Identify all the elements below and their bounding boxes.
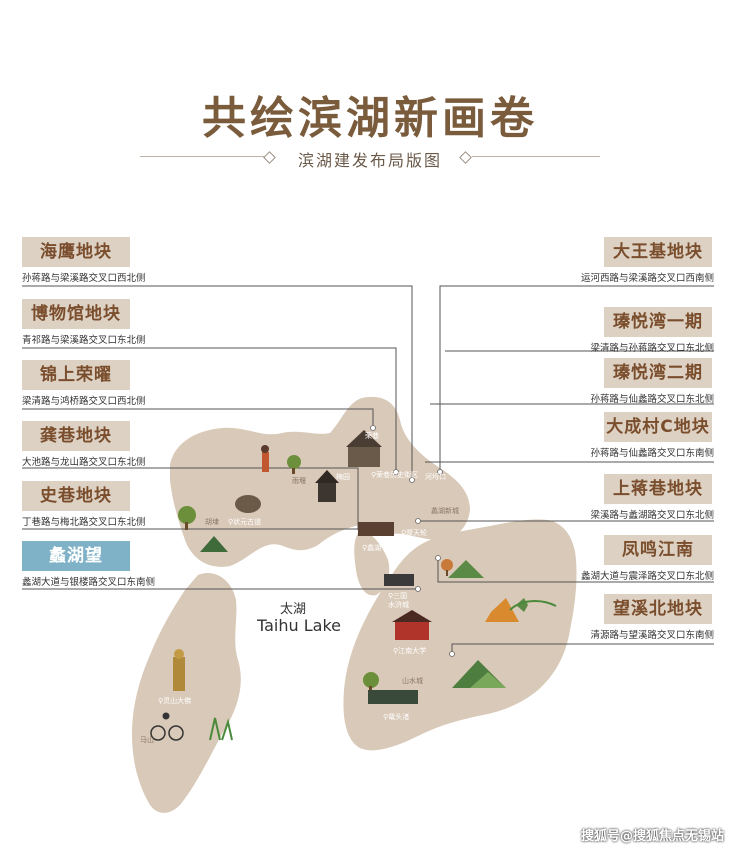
dot-haiying bbox=[409, 477, 415, 483]
addr-shangjiang: 梁溪路与蠡湖路交叉口东北侧 bbox=[590, 510, 714, 521]
poi-rongxiang-history: ⚲荣巷历史街区 bbox=[371, 471, 419, 479]
leader-bowuguan bbox=[22, 347, 397, 470]
poi-lihu: ⚲蠡湖 bbox=[362, 544, 382, 552]
addr-gongxiang: 大池路与龙山路交叉口东北侧 bbox=[22, 457, 146, 468]
poi-meiyuan: 梅园 bbox=[336, 473, 350, 481]
poi-jiangnan-university: ⚲江南大学 bbox=[393, 647, 427, 655]
leader-fengming bbox=[437, 560, 714, 583]
decor-buildings bbox=[235, 430, 432, 704]
area-lihu-newtown: 蠡湖新城 bbox=[431, 507, 459, 515]
label-shixiang: 史巷地块 bbox=[22, 481, 130, 511]
poi-lingshan-buddha: ⚲灵山大佛 bbox=[158, 697, 192, 705]
dot-dawangji bbox=[437, 469, 443, 475]
poi-three-kingdoms-city: ⚲三国水浒城 bbox=[388, 592, 409, 609]
label-bowuguan: 博物馆地块 bbox=[22, 299, 130, 329]
label-lihuwang: 蠡湖望 bbox=[22, 541, 130, 571]
area-mashan: 马山 bbox=[140, 736, 154, 744]
area-hudai: 胡埭 bbox=[205, 518, 219, 526]
subtitle-right-line bbox=[472, 156, 600, 157]
poi-rongxiang: 荣巷 bbox=[365, 432, 379, 440]
addr-zhenyue2: 孙蒋路与仙蠡路交叉口东北侧 bbox=[590, 394, 714, 405]
label-haiying: 海鹰地块 bbox=[22, 237, 130, 267]
dot-fengming bbox=[435, 555, 441, 561]
label-shangjiang: 上蒋巷地块 bbox=[604, 474, 712, 504]
leader-wangxi bbox=[451, 643, 714, 652]
label-wangxi: 望溪北地块 bbox=[604, 594, 712, 624]
label-fengming: 凤鸣江南 bbox=[604, 535, 712, 565]
addr-jinshang: 梁清路与鸿桥路交叉口西北侧 bbox=[22, 396, 146, 407]
label-dawangji: 大王基地块 bbox=[604, 237, 712, 267]
land-center-strip bbox=[354, 530, 390, 596]
label-jinshang: 锦上荣曜 bbox=[22, 360, 130, 390]
land-south bbox=[132, 572, 241, 813]
leader-haiying bbox=[22, 285, 413, 478]
page-subtitle: 滨湖建发布局版图 bbox=[297, 151, 442, 170]
addr-fengming: 蠡湖大道与震泽路交叉口东北侧 bbox=[580, 571, 714, 582]
location-dots bbox=[370, 425, 455, 657]
area-yuyan: 雨堰 bbox=[292, 477, 306, 485]
area-shanshuicheng: 山水城 bbox=[402, 677, 423, 685]
addr-bowuguan: 青祁路与梁溪路交叉口东北侧 bbox=[22, 335, 146, 346]
poi-helekou: 河埒口 bbox=[425, 473, 446, 481]
decor-trees bbox=[178, 455, 453, 693]
dot-lihuwang bbox=[415, 586, 421, 592]
addr-zhenyue1: 梁清路与孙蒋路交叉口东北侧 bbox=[590, 343, 714, 354]
dot-jinshang bbox=[370, 425, 376, 431]
leader-jinshang bbox=[22, 408, 374, 425]
addr-lihuwang: 蠡湖大道与银楼路交叉口东南侧 bbox=[22, 577, 156, 588]
lake-name-cn: 太湖 bbox=[280, 602, 307, 617]
watermark: 搜狐号@搜狐焦点无锡站 bbox=[580, 829, 724, 844]
lake-name-en: Taihu Lake bbox=[257, 616, 341, 635]
leader-dawangji bbox=[439, 285, 714, 470]
label-zhenyue1: 瑧悦湾一期 bbox=[604, 307, 712, 337]
label-gongxiang: 龚巷地块 bbox=[22, 421, 130, 451]
label-dacheng: 大成村C地块 bbox=[604, 412, 712, 442]
dot-bowuguan bbox=[393, 469, 399, 475]
subtitle-left-line bbox=[140, 156, 268, 157]
leader-lines bbox=[22, 285, 714, 652]
poi-yuantouzhu: ⚲鼋头渚 bbox=[383, 713, 410, 721]
addr-haiying: 孙蒋路与梁溪路交叉口西北侧 bbox=[22, 273, 146, 284]
page-title: 共绘滨湖新画卷 bbox=[202, 93, 538, 144]
addr-dawangji: 运河西路与梁溪路交叉口西南侧 bbox=[580, 273, 714, 284]
label-zhenyue2: 瑧悦湾二期 bbox=[604, 358, 712, 388]
addr-shixiang: 丁巷路与梅北路交叉口东北侧 bbox=[22, 517, 146, 528]
dot-shangjiang bbox=[415, 518, 421, 524]
decor-mountains bbox=[200, 536, 506, 688]
leader-gongxiang bbox=[22, 467, 359, 530]
dot-wangxi bbox=[449, 651, 455, 657]
addr-dacheng: 孙蒋路与仙蠡路交叉口东南侧 bbox=[590, 448, 714, 459]
poi-ferris-wheel: ⚲摩天轮 bbox=[401, 529, 428, 537]
decor-figures bbox=[150, 445, 557, 741]
poi-zhuangyuan-road: ⚲状元古道 bbox=[228, 518, 262, 526]
addr-wangxi: 清源路与望溪路交叉口东南侧 bbox=[590, 630, 714, 641]
